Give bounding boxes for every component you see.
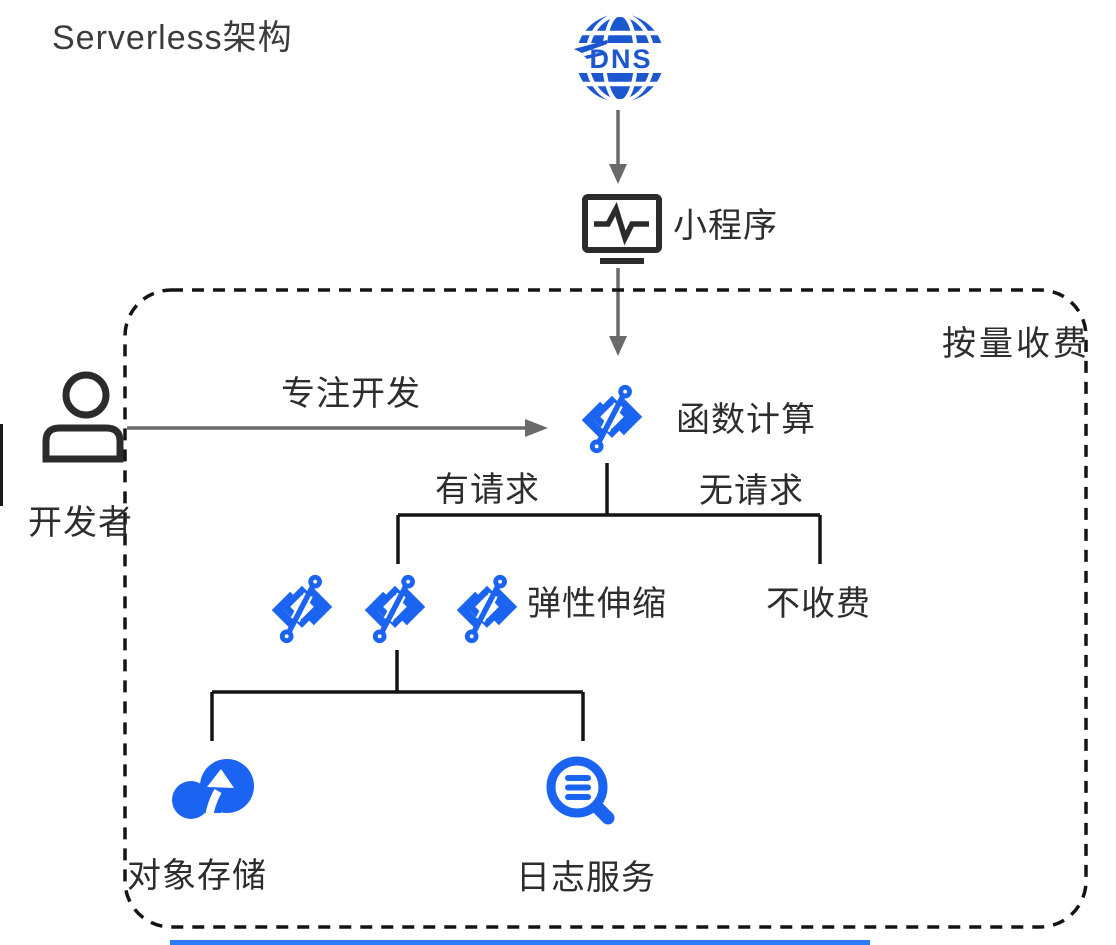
edge-label-has-request: 有请求 xyxy=(435,471,540,509)
elastic-scaling-icon-1 xyxy=(267,574,337,644)
developer-person-icon xyxy=(42,371,124,463)
elastic-scaling-icon-3 xyxy=(452,574,522,644)
no-charge-label: 不收费 xyxy=(766,585,871,623)
log-service-search-icon xyxy=(546,756,615,825)
edge-label-focus-dev: 专注开发 xyxy=(281,375,421,413)
function-compute-label: 函数计算 xyxy=(676,401,816,439)
video-progress-bar xyxy=(170,940,870,945)
elastic-scaling-icon-2 xyxy=(360,574,430,644)
developer-label: 开发者 xyxy=(28,504,133,542)
dns-globe-icon: DNS xyxy=(574,12,666,104)
edge-label-no-request: 无请求 xyxy=(699,472,804,510)
left-edge-artifact xyxy=(0,424,3,506)
object-storage-label: 对象存储 xyxy=(127,857,267,895)
object-storage-cloud-icon xyxy=(172,759,254,824)
billing-zone-label: 按量收费 xyxy=(942,325,1090,363)
elastic-scaling-label: 弹性伸缩 xyxy=(527,585,667,623)
dns-label: DNS xyxy=(589,44,652,74)
mini-program-monitor-icon xyxy=(582,194,662,264)
function-compute-icon xyxy=(577,384,647,454)
log-service-label: 日志服务 xyxy=(516,859,656,897)
diagram-title: Serverless架构 xyxy=(52,19,293,57)
mini-program-label: 小程序 xyxy=(673,207,778,245)
